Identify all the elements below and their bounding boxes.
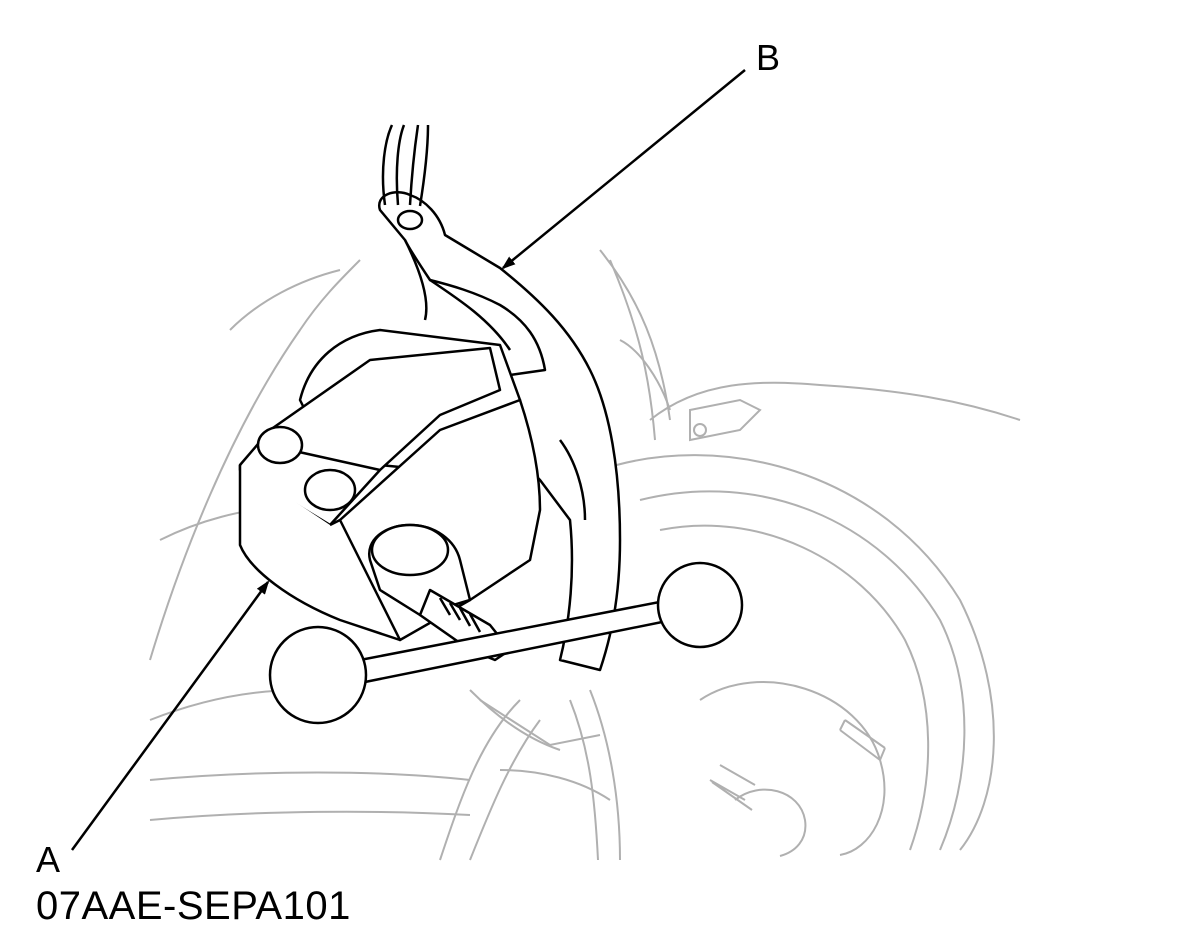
part-number: 07AAE-SEPA101	[36, 884, 351, 928]
callout-label-a: A	[36, 839, 61, 880]
tool-a-remover	[238, 328, 744, 725]
callout-label-b: B	[756, 37, 781, 78]
background-suspension	[149, 249, 1021, 861]
callout-arrow-a	[70, 580, 270, 851]
callout-arrow-b	[501, 69, 746, 270]
